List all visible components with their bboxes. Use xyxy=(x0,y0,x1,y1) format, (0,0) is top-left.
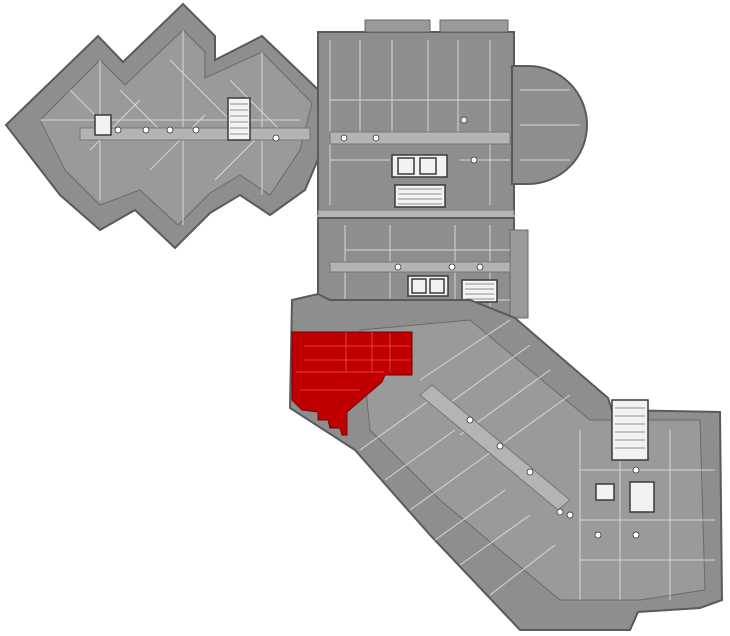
central-core xyxy=(407,275,498,303)
diagonal-wing-core xyxy=(595,399,655,513)
left-wing-core xyxy=(94,97,251,141)
wing-connector xyxy=(317,209,515,219)
highlighted-apartment-shape[interactable] xyxy=(291,331,413,436)
north-block-doors xyxy=(340,116,478,164)
north-block-core xyxy=(391,154,448,208)
left-wing xyxy=(4,2,334,250)
north-block-corridor xyxy=(329,131,511,145)
north-block xyxy=(317,19,588,215)
diagonal-corridor xyxy=(419,384,571,511)
diagonal-wing xyxy=(288,292,724,631)
north-block-partitions xyxy=(329,40,580,205)
central-corridor xyxy=(329,261,511,273)
diagonal-wing-inner-slab xyxy=(359,319,706,601)
highlighted-apartment[interactable] xyxy=(291,331,413,436)
left-wing-doors xyxy=(114,126,280,142)
central-doors xyxy=(394,263,484,271)
diagonal-wing-doors xyxy=(466,416,640,539)
highlighted-apartment-partitions xyxy=(296,332,410,391)
